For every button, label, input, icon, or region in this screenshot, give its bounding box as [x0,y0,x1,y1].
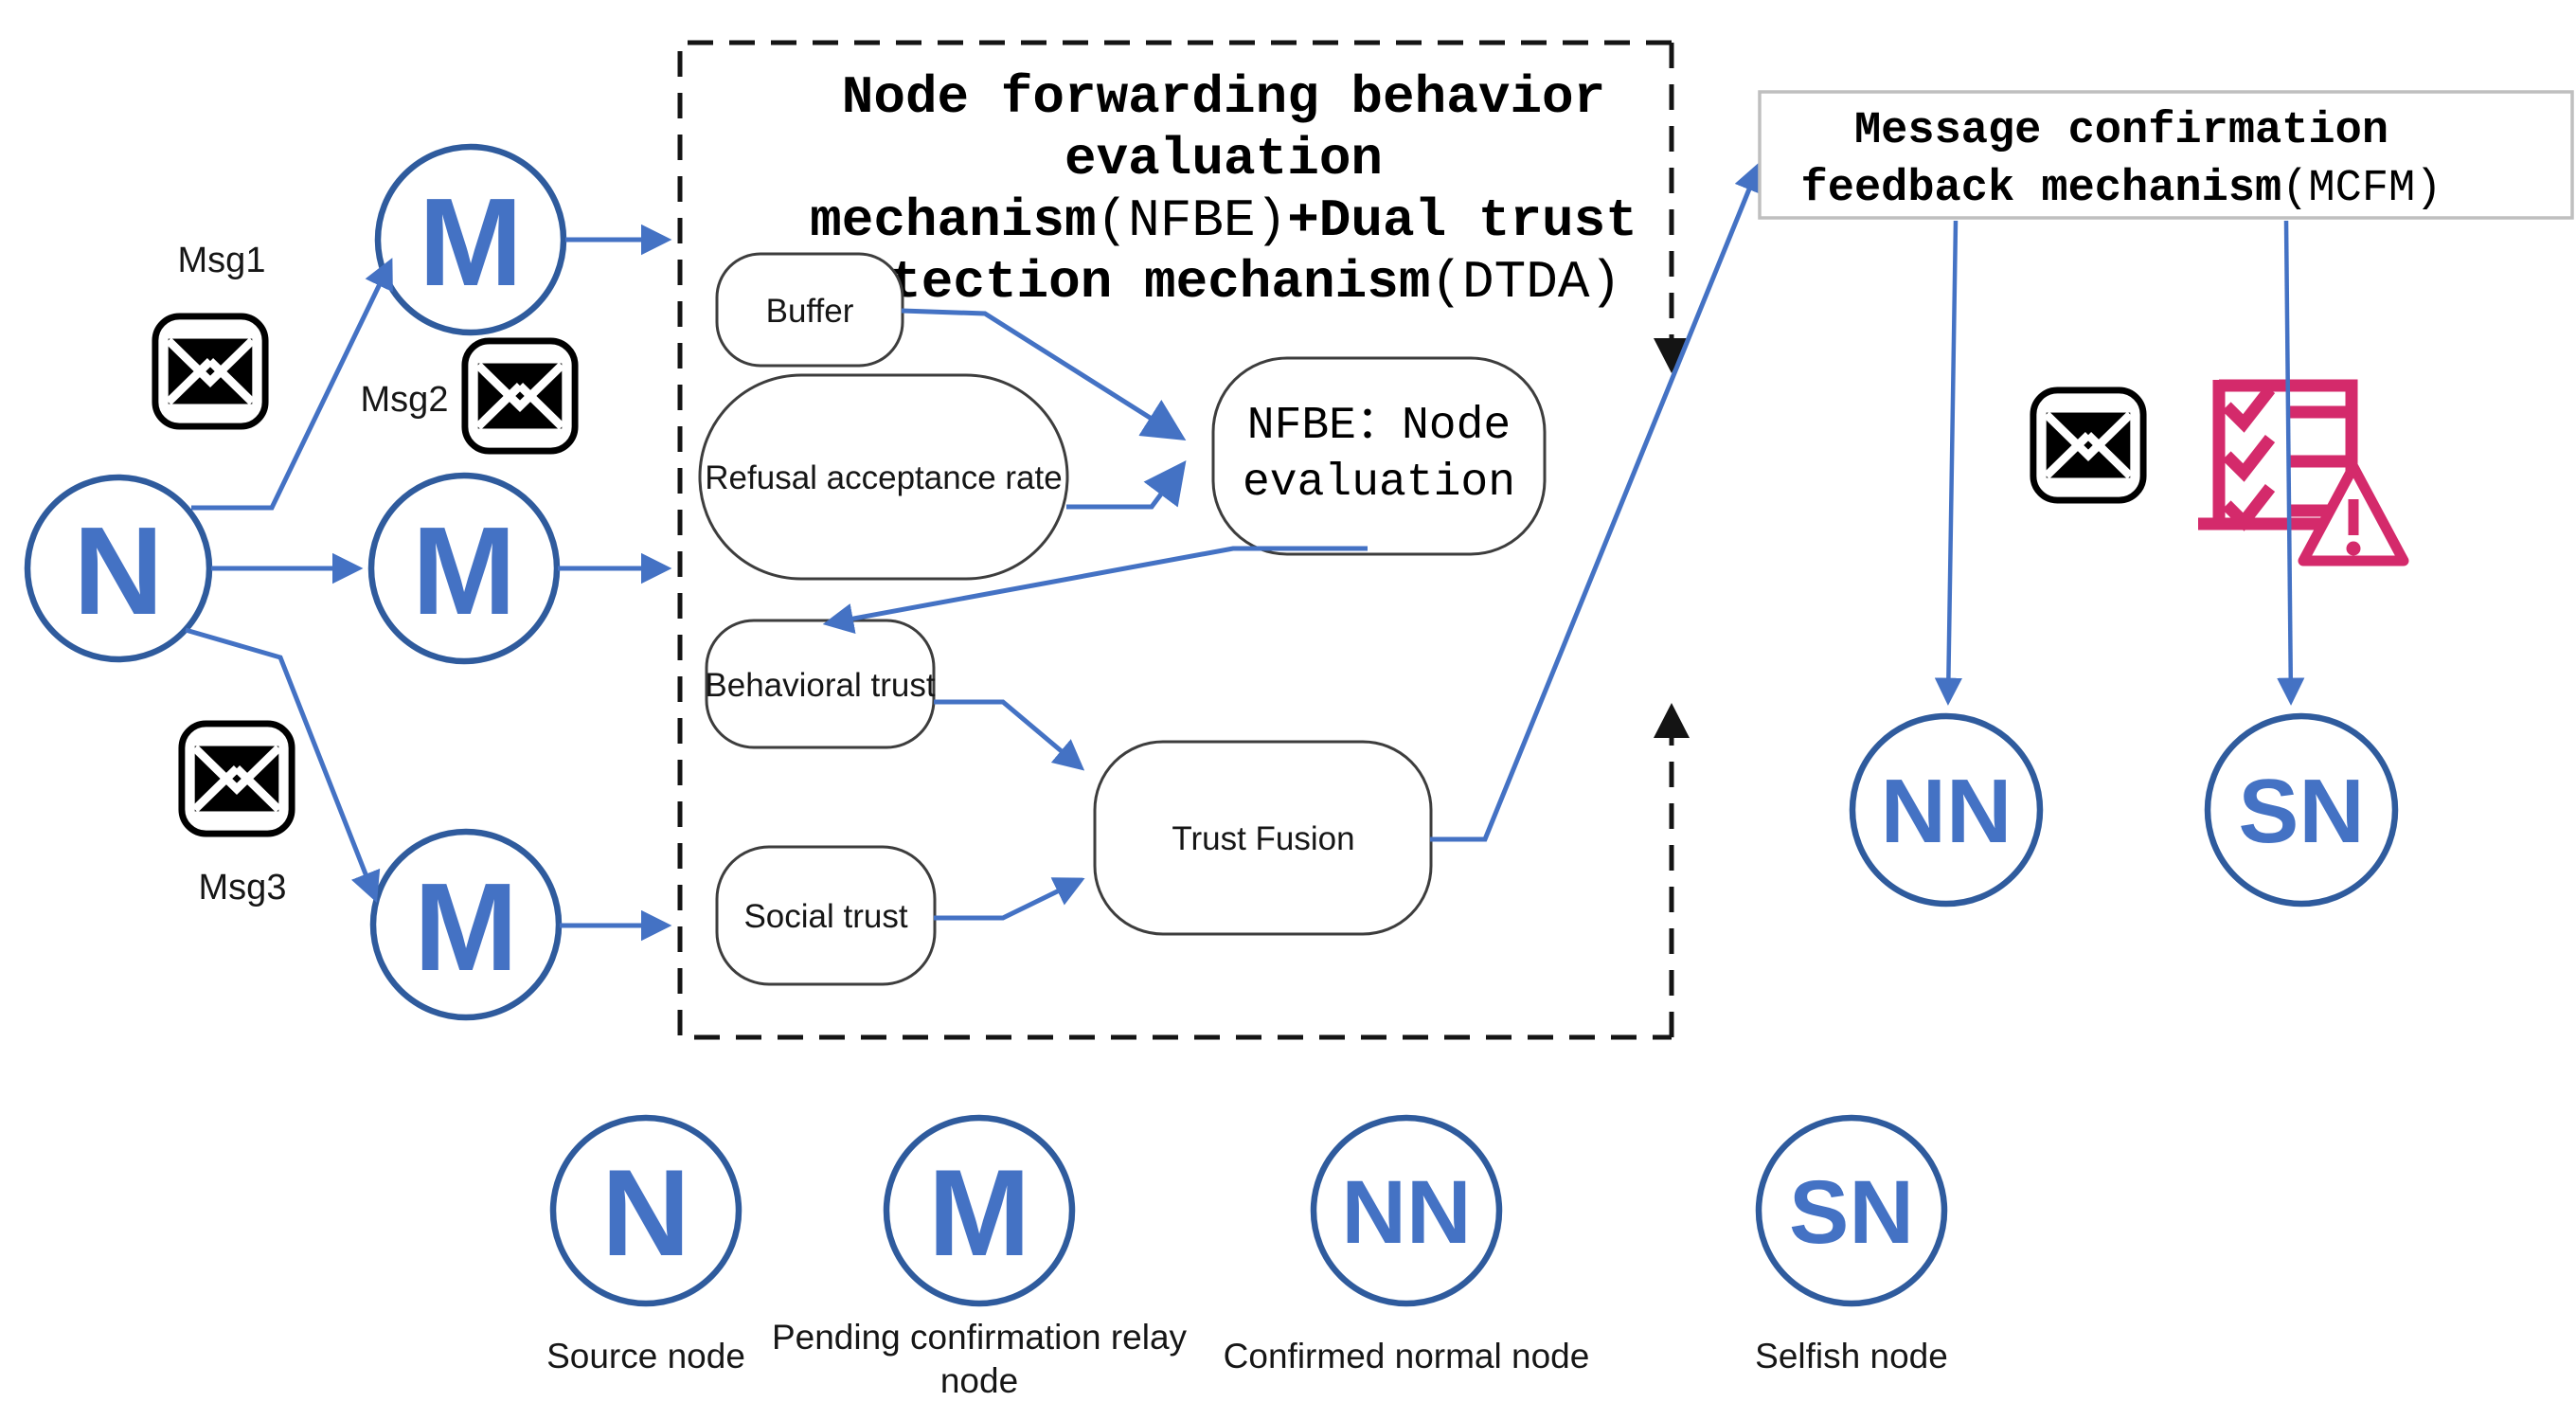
arrow-evaluation-to-behavioral [822,546,1368,635]
title-line-3: mechanism(NFBE)+Dual trust [810,190,1637,251]
legend-symbol-n: N [601,1143,690,1282]
failed-checklist-warning-icon [2198,379,2409,566]
confirmed-message-icon [2033,390,2143,500]
trust-fusion-label: Trust Fusion [1172,820,1354,857]
nfbe-evaluation-shape: NFBE：Node evaluation [1211,356,1547,556]
nfbe-evaluation-line2: evaluation [1243,458,1515,509]
source-node-label: N [73,501,163,640]
arrow-fusion-to-mcfm [1430,160,1763,842]
title-line-2: evaluation [1064,129,1383,189]
relay-node-2-label: M [412,501,516,640]
legend-symbol-nn: NN [1341,1162,1471,1263]
message-icon-msg2 [465,341,575,451]
relay-node-3: M [369,828,563,1021]
arrow-social-to-fusion [934,877,1085,921]
relay-node-3-label: M [414,857,518,997]
title-line-1: Node forwarding behavior [842,67,1606,128]
arrow-source-to-relay1 [191,258,393,511]
arrow-mcfm-to-selfish [2277,220,2305,706]
confirmed-node: NN [1849,712,2044,908]
mcfm-line2: feedback mechanism(MCFM) [1801,164,2442,214]
legend-label-relay-line1: Pending confirmation relay [772,1318,1188,1357]
nfbe-dashed-box [677,40,1690,1040]
social-trust-shape: Social trust [715,845,937,986]
relay-node-1-label: M [419,172,523,312]
confirmed-node-label: NN [1881,761,2012,862]
nfbe-box-title: Node forwarding behavior evaluation mech… [810,67,1637,313]
legend-symbol-m: M [928,1143,1030,1282]
mcfm-box: Message confirmation feedback mechanism(… [1758,90,2574,220]
legend-label-relay-line2: node [940,1361,1018,1400]
legend-symbol-sn: SN [1789,1162,1914,1263]
refusal-acceptance-label: Refusal acceptance rate [705,459,1062,496]
mcfm-line1: Message confirmation [1854,106,2388,156]
msg2-label: Msg2 [361,380,449,420]
arrow-source-to-relay3 [185,627,381,904]
legend-item-relay: M Pending confirmation relay node [772,1114,1188,1400]
behavioral-trust-shape: Behavioral trust [705,619,936,749]
buffer-label: Buffer [766,293,854,330]
legend-item-confirmed: NN Confirmed normal node [1224,1114,1590,1375]
title-line-4: detection mechanism(DTDA) [826,252,1621,313]
nfbe-evaluation-line1: NFBE：Node [1247,401,1511,452]
message-icon-msg1 [155,316,265,426]
msg3-label: Msg3 [199,868,287,908]
buffer-shape: Buffer [715,252,904,368]
legend-label-source: Source node [546,1337,745,1375]
refusal-acceptance-shape: Refusal acceptance rate [698,373,1069,581]
selfish-node-label: SN [2238,761,2364,862]
relay-node-2: M [367,472,561,665]
legend-label-selfish: Selfish node [1755,1337,1948,1375]
legend: N Source node M Pending confirmation rel… [546,1114,1948,1400]
msg1-label: Msg1 [178,241,266,280]
trust-fusion-shape: Trust Fusion [1093,740,1433,936]
behavioral-trust-label: Behavioral trust [705,667,935,704]
relay-node-1: M [374,143,567,336]
legend-label-confirmed: Confirmed normal node [1224,1337,1590,1375]
legend-item-selfish: SN Selfish node [1755,1114,1948,1375]
legend-item-source: N Source node [546,1114,745,1375]
dashed-arrow-up-icon [1654,703,1690,738]
arrow-behavioral-to-fusion [934,699,1085,771]
dashed-arrow-down-icon [1654,338,1690,373]
arrow-refusal-to-evaluation [1066,459,1187,510]
selfish-node: SN [2204,712,2399,908]
arrow-buffer-to-evaluation [901,308,1187,441]
source-node: N [24,474,213,663]
arrow-mcfm-to-confirmed [1934,220,1963,706]
message-icon-msg3 [182,724,292,834]
social-trust-label: Social trust [743,898,907,935]
